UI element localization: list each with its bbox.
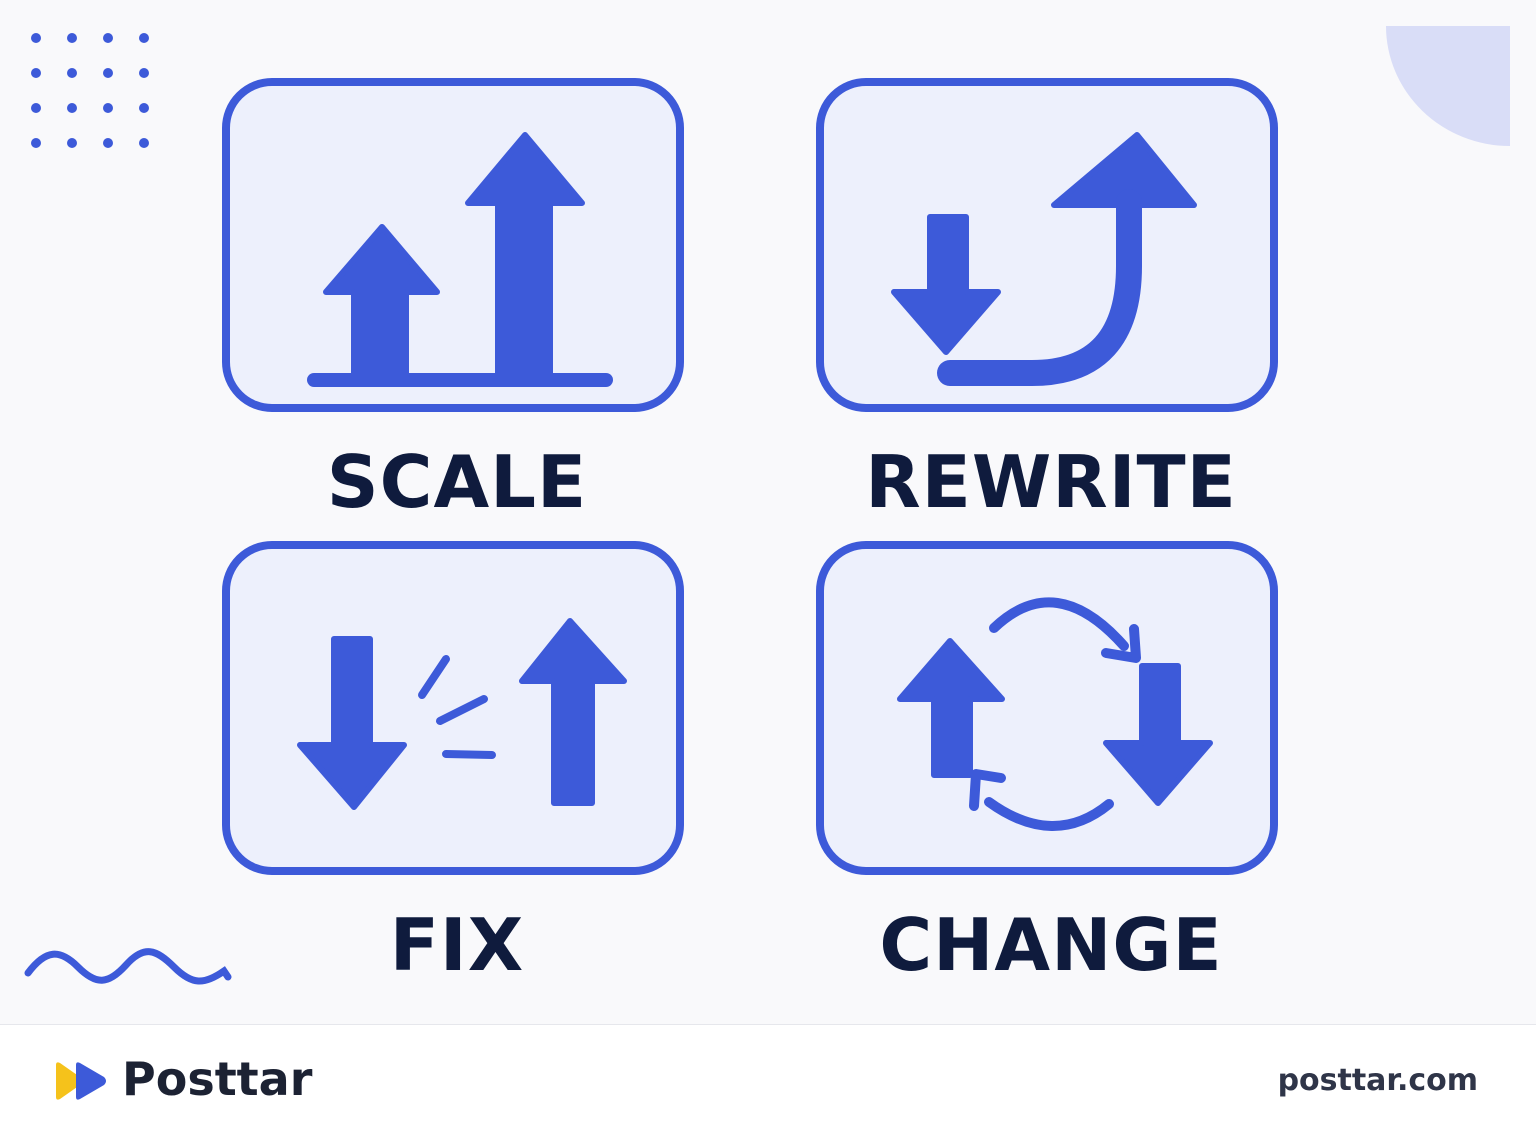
brand-name: Posttar bbox=[122, 1052, 313, 1106]
scale-card bbox=[222, 78, 684, 412]
fix-icon bbox=[297, 618, 627, 810]
rewrite-icon bbox=[891, 132, 1197, 386]
change-icon bbox=[897, 597, 1213, 831]
rewrite-card bbox=[816, 78, 1278, 412]
corner-shape-decoration bbox=[1386, 26, 1510, 146]
footer-bar: Posttar posttar.com bbox=[0, 1024, 1536, 1137]
dot-grid-decoration bbox=[31, 33, 149, 148]
rewrite-label: REWRITE bbox=[865, 440, 1237, 524]
scale-label: SCALE bbox=[326, 440, 588, 524]
wave-decoration bbox=[24, 948, 232, 985]
scale-icon bbox=[307, 132, 613, 387]
fix-label: FIX bbox=[389, 903, 525, 987]
fix-card bbox=[222, 541, 684, 875]
change-card bbox=[816, 541, 1278, 875]
posttar-logo-icon bbox=[56, 1062, 106, 1100]
website-link[interactable]: posttar.com bbox=[1277, 1063, 1478, 1098]
change-label: CHANGE bbox=[879, 903, 1223, 987]
